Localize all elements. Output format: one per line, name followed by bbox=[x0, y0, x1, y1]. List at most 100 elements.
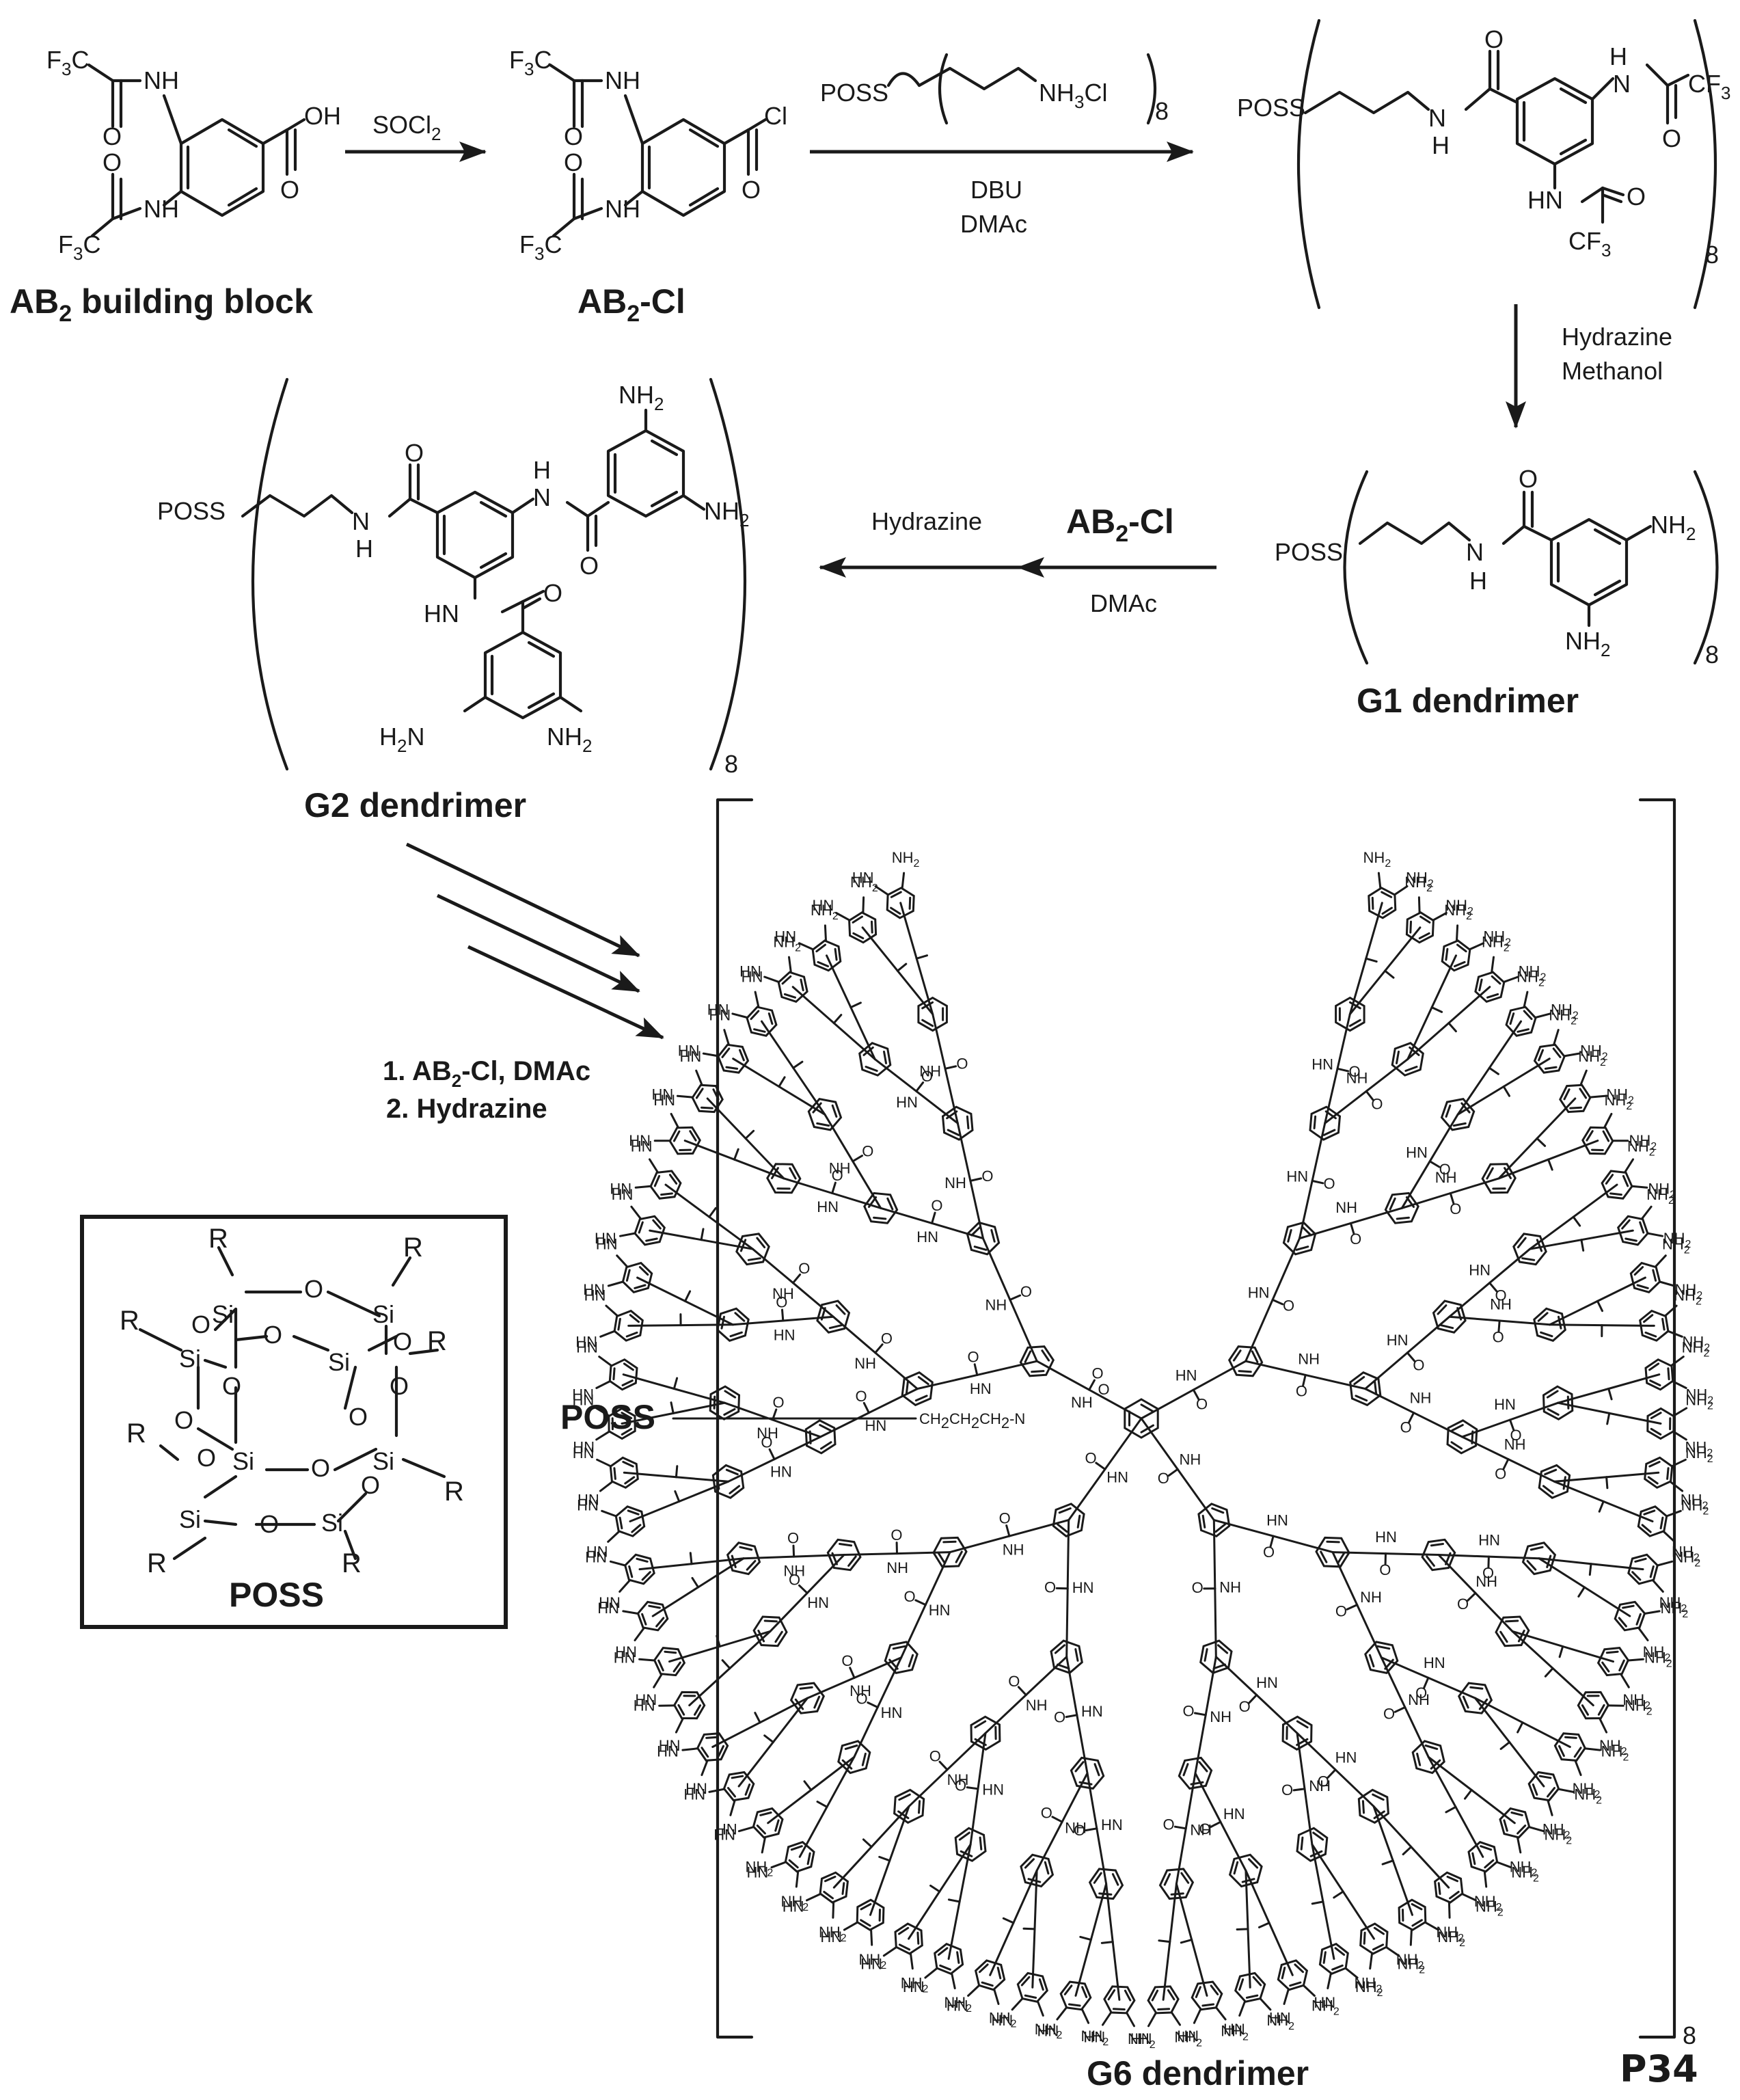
g6-bond-1087 bbox=[1483, 1870, 1488, 1888]
g1-h-label: H bbox=[1469, 567, 1487, 595]
g6-double-bond-563 bbox=[1445, 947, 1449, 961]
g6-ring-975 bbox=[811, 939, 842, 972]
g6-atom-label-1234: HN bbox=[739, 963, 761, 980]
g6-double-bond-38 bbox=[1031, 1370, 1045, 1373]
g6-atom-label-1210: HN bbox=[595, 1230, 616, 1247]
g6-atom-label-432: NH bbox=[947, 1771, 969, 1788]
g6-bond-205 bbox=[914, 1599, 927, 1606]
g6-double-bond-193 bbox=[1074, 1761, 1085, 1773]
g6-double-bond-605 bbox=[1605, 1174, 1614, 1185]
g6-bond-813 bbox=[878, 1855, 891, 1862]
g6-ring-253 bbox=[941, 1105, 974, 1141]
g6-double-bond-408 bbox=[1098, 1892, 1113, 1896]
g6-bond-706 bbox=[1427, 1755, 1457, 1808]
g6-atom-label-1206: HN bbox=[583, 1281, 605, 1298]
g6-double-bond-164 bbox=[1376, 1645, 1391, 1650]
g6-double-bond-871 bbox=[655, 1617, 665, 1628]
g6-ring-716 bbox=[1434, 1871, 1464, 1904]
g6-double-bond-591 bbox=[1563, 1088, 1571, 1101]
g6-double-bond-964 bbox=[767, 1012, 774, 1025]
g6-double-bond-913 bbox=[625, 1331, 638, 1338]
g6-bond-846 bbox=[759, 1697, 808, 1724]
g6-double-bond-697 bbox=[1547, 1787, 1555, 1798]
g6-atom-label-342: NH bbox=[1476, 1573, 1497, 1590]
poss-o-12: O bbox=[260, 1510, 279, 1538]
g6-bond-615 bbox=[1549, 1300, 1599, 1326]
g6-atom-label-458: O bbox=[789, 1572, 800, 1589]
g6-bond-528 bbox=[873, 1058, 918, 1092]
g6-double-bond-103 bbox=[917, 1375, 929, 1386]
g6-atom-label-126: NH bbox=[1335, 1199, 1357, 1216]
g6-bond-1083 bbox=[1517, 1836, 1522, 1854]
g6-ring-145 bbox=[1446, 1419, 1478, 1455]
g6-atom-label-1102: NH2 bbox=[1355, 1978, 1383, 1999]
g6-bond-763 bbox=[1162, 1941, 1171, 2001]
g6-double-bond-948 bbox=[701, 1106, 713, 1109]
g6-bond-537 bbox=[932, 1013, 947, 1070]
g6-double-bond-400 bbox=[1163, 1873, 1171, 1886]
g6-bond-447 bbox=[806, 1676, 856, 1699]
ab2cl-o-top: O bbox=[564, 122, 583, 150]
g6-bond-195 bbox=[984, 1694, 1027, 1734]
g6-atom-label-117: HN bbox=[1286, 1168, 1308, 1185]
g6-bond-650 bbox=[1553, 1480, 1605, 1503]
g6-bond-455 bbox=[806, 1554, 845, 1594]
g6-atom-label-1240: NH2 bbox=[811, 902, 839, 922]
g6-bond-1165 bbox=[701, 1760, 709, 1777]
f3c-bottom-label: F3C bbox=[58, 230, 100, 264]
g6-atom-label-1226: HN bbox=[678, 1042, 700, 1059]
g6-double-bond-354 bbox=[1478, 1698, 1488, 1710]
g6-bond-187 bbox=[1065, 1714, 1078, 1719]
g6-atom-label-35: O bbox=[1091, 1365, 1103, 1382]
g6-double-bond-725 bbox=[1411, 1919, 1423, 1927]
g6-atom-label-135: HN bbox=[1387, 1332, 1409, 1349]
g6-atom-label-333: HN bbox=[1478, 1532, 1500, 1549]
g6-ring-505 bbox=[735, 1233, 770, 1266]
g6-atom-label-27: HN bbox=[1106, 1468, 1128, 1485]
g6-double-bond-508 bbox=[756, 1237, 766, 1249]
ab2-building-block-title: AB2 building block bbox=[10, 282, 313, 327]
g6-ring-433 bbox=[893, 1788, 925, 1825]
g6-bond-403 bbox=[1085, 1827, 1098, 1831]
g6-double-bond-711 bbox=[1484, 1859, 1495, 1869]
g6-double-bond-391 bbox=[1233, 1861, 1239, 1875]
g6-double-bond-850 bbox=[718, 1745, 724, 1758]
g6-double-bond-908 bbox=[623, 1362, 634, 1371]
g6-double-bond-717 bbox=[1446, 1875, 1458, 1883]
g6-atom-label-144: NH bbox=[1410, 1390, 1432, 1407]
g6-atom-label-1162: HN bbox=[716, 1821, 737, 1838]
g6-bond-1137 bbox=[951, 1972, 956, 1990]
g6-atom-label-305: O bbox=[1493, 1329, 1504, 1346]
g6-atom-label-1124: HN bbox=[1083, 2028, 1105, 2045]
g6-atom-label-80: O bbox=[1044, 1578, 1056, 1596]
g6-atom-label-8: O bbox=[1196, 1396, 1208, 1413]
g6-atom-label-1020: NH2 bbox=[1606, 1086, 1634, 1106]
g6-bond-965 bbox=[832, 1022, 876, 1060]
g6-ring-460 bbox=[752, 1615, 788, 1647]
g6-double-bond-873 bbox=[648, 1604, 661, 1609]
g6-atom-label-1122: NH2 bbox=[1128, 2030, 1156, 2051]
g6-bond-727 bbox=[1311, 1843, 1344, 1893]
g6-atom-label-162: NH bbox=[1360, 1589, 1382, 1606]
g6-bond-993 bbox=[1377, 872, 1382, 889]
g6-atom-label-269: O bbox=[1371, 1096, 1383, 1113]
g6-bond-509 bbox=[831, 1192, 882, 1209]
g6-double-bond-453 bbox=[794, 1698, 804, 1710]
g6-bond-749 bbox=[1247, 1928, 1251, 1989]
g6-bond-729 bbox=[1333, 1890, 1344, 1899]
g6-bond-874 bbox=[690, 1557, 745, 1565]
g6-atom-label-449: O bbox=[841, 1652, 853, 1669]
g1-n-label: N bbox=[1466, 538, 1484, 566]
g6-bond-501 bbox=[752, 1248, 794, 1284]
g6-atom-label-1196: HN bbox=[573, 1392, 595, 1409]
g6-atom-label-1128: HN bbox=[1037, 2022, 1059, 2039]
g6-atom-label-521: O bbox=[862, 1143, 873, 1160]
g6-bond-888 bbox=[675, 1476, 730, 1483]
g6-double-bond-788 bbox=[1024, 1994, 1037, 1999]
g6-bond-938 bbox=[683, 1140, 735, 1161]
g6-double-bond-705 bbox=[1503, 1819, 1508, 1832]
g6-double-bond-301 bbox=[1521, 1257, 1536, 1261]
g6-bond-603 bbox=[1572, 1215, 1581, 1227]
g6-atom-label-1002: NH2 bbox=[1444, 902, 1472, 922]
poss-o-7: O bbox=[349, 1403, 368, 1431]
